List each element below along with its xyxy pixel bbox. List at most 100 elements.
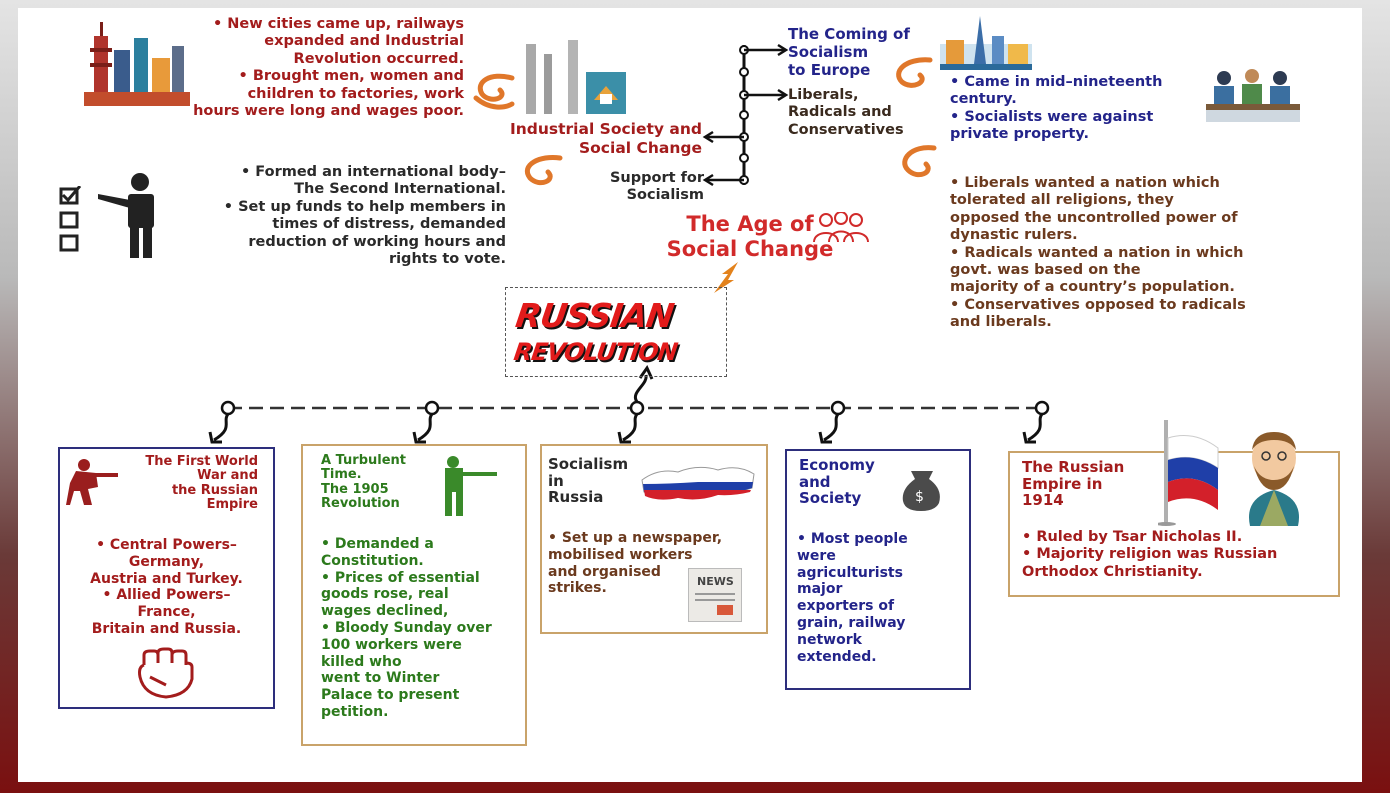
- coming-label-line: The Coming of: [788, 25, 910, 43]
- support-point-line: • Set up funds to help members in: [223, 198, 506, 215]
- box1-title-line: the Russian: [171, 482, 258, 498]
- support-label-line: Socialism: [626, 187, 704, 204]
- box3-title-line: in: [548, 471, 564, 490]
- group-people-icon: [812, 212, 870, 246]
- central-title-line: Social Change: [666, 237, 834, 262]
- support-point-line: times of distress, demanded: [272, 216, 506, 233]
- box5-point-line: • Ruled by Tsar Nicholas II.: [1022, 529, 1243, 545]
- box-economy-society: Economy and Society $ • Most people were…: [785, 449, 971, 690]
- russia-map-icon: [638, 458, 758, 508]
- liberals-point-line: tolerated all religions, they: [950, 192, 1174, 209]
- liberals-point-line: and liberals.: [950, 314, 1052, 331]
- lightning-icon: [714, 262, 738, 293]
- tsar-portrait-icon: [1230, 428, 1318, 526]
- meeting-people-icon: [1206, 66, 1300, 122]
- box2-point-line: • Bloody Sunday over: [321, 619, 492, 636]
- box2-title-line: A Turbulent: [321, 453, 406, 468]
- liberals-label: Liberals, Radicals and Conservatives: [788, 87, 928, 139]
- paris-skyline-icon: [940, 14, 1032, 70]
- box2-point-line: Palace to present: [321, 687, 460, 704]
- box4-point-line: extended.: [797, 648, 877, 665]
- city-skyline-icon: [84, 18, 190, 106]
- box2-point-line: • Prices of essential: [321, 569, 480, 586]
- coming-point-line: private property.: [950, 126, 1089, 143]
- box1-points: • Central Powers– Germany, Austria and T…: [64, 537, 269, 638]
- coming-point-line: • Came in mid–nineteenth: [950, 74, 1163, 90]
- box3-title: Socialism in Russia: [548, 456, 648, 506]
- industrial-point-line: • New cities came up, railways: [212, 16, 464, 32]
- box5-point-line: • Majority religion was Russian: [1022, 546, 1278, 563]
- logo-line-1: RUSSIAN: [513, 296, 676, 335]
- box4-point-line: network: [797, 631, 862, 648]
- box2-point-line: petition.: [321, 703, 389, 720]
- liberals-label-line: Conservatives: [788, 121, 904, 138]
- box2-title: A Turbulent Time. The 1905 Revolution: [321, 453, 451, 511]
- box2-point-line: • Demanded a: [321, 536, 434, 552]
- newspaper-photo: [717, 605, 733, 615]
- box5-title-line: Empire in: [1022, 474, 1103, 493]
- liberals-label-line: Radicals and: [788, 104, 892, 121]
- industrial-point-line: hours were long and wages poor.: [193, 102, 464, 119]
- money-bag-icon: $: [899, 461, 945, 511]
- box4-title-line: Economy: [799, 456, 875, 474]
- box4-points: • Most people were agriculturists major …: [797, 531, 967, 665]
- support-label-line: Support for: [609, 170, 704, 186]
- box4-point-line: • Most people: [797, 531, 908, 547]
- box3-point-line: • Set up a newspaper,: [548, 530, 723, 546]
- box1-title-line: Empire: [206, 496, 258, 512]
- box1-point-line: Britain and Russia.: [91, 620, 242, 637]
- newspaper-lines: [695, 593, 735, 595]
- box5-title: The Russian Empire in 1914: [1022, 459, 1172, 509]
- liberals-point-line: • Radicals wanted a nation in which: [950, 244, 1244, 261]
- soldier-icon: [435, 454, 499, 518]
- liberals-point-line: opposed the uncontrolled power of: [950, 209, 1238, 226]
- box3-point-line: strikes.: [548, 580, 607, 597]
- industrial-label-line: Social Change: [579, 138, 702, 157]
- central-title: The Age of Social Change: [640, 212, 860, 262]
- svg-text:$: $: [915, 489, 924, 505]
- box4-point-line: grain, railway: [797, 614, 906, 631]
- industrial-label-line: Industrial Society and: [509, 120, 702, 138]
- support-point-line: rights to vote.: [388, 250, 506, 267]
- box2-point-line: killed who: [321, 653, 402, 670]
- checklist-icon: [58, 186, 92, 254]
- box1-point-line: Germany,: [128, 553, 205, 570]
- industrial-label: Industrial Society and Social Change: [462, 120, 702, 157]
- industrial-point-line: Revolution occurred.: [293, 50, 464, 67]
- box4-point-line: exporters of: [797, 598, 895, 615]
- box4-title: Economy and Society: [799, 457, 919, 507]
- soldier-icon: [66, 457, 118, 507]
- person-presenting-icon: [94, 172, 174, 258]
- box3-title-line: Socialism: [548, 455, 629, 473]
- box-first-world-war: The First World War and the Russian Empi…: [58, 447, 275, 709]
- liberals-point-line: • Conservatives opposed to radicals: [950, 296, 1246, 313]
- coming-label-line: to Europe: [788, 61, 871, 79]
- support-points: • Formed an international body– The Seco…: [170, 164, 506, 268]
- liberals-point-line: govt. was based on the: [950, 261, 1141, 278]
- box4-point-line: were: [797, 547, 836, 564]
- box4-title-line: Society: [799, 489, 862, 507]
- liberals-point-line: majority of a country’s population.: [950, 279, 1235, 296]
- box3-points: • Set up a newspaper, mobilised workers …: [548, 530, 766, 597]
- industrial-point-line: • Brought men, women and: [238, 68, 464, 85]
- industrial-point-line: children to factories, work: [247, 85, 464, 102]
- box4-point-line: major: [797, 581, 843, 598]
- coming-points: • Came in mid–nineteenth century. • Soci…: [950, 74, 1210, 144]
- box1-point-line: Austria and Turkey.: [90, 570, 243, 587]
- newspaper-icon: NEWS: [688, 568, 742, 622]
- box2-point-line: Constitution.: [321, 552, 424, 569]
- coming-point-line: century.: [950, 91, 1017, 108]
- box2-point-line: wages declined,: [321, 603, 449, 620]
- coming-point-line: • Socialists were against: [950, 108, 1154, 125]
- box1-title-line: War and: [197, 468, 258, 484]
- box2-title-line: Revolution: [321, 495, 400, 511]
- box2-point-line: went to Winter: [321, 670, 440, 687]
- box4-point-line: agriculturists: [797, 564, 903, 581]
- curly-arrow-icon: [473, 57, 937, 186]
- news-label: NEWS: [697, 575, 734, 588]
- liberals-point-line: dynastic rulers.: [950, 227, 1078, 244]
- support-point-line: reduction of working hours and: [248, 233, 506, 250]
- box1-point-line: • Allied Powers–: [102, 587, 231, 604]
- box1-point-line: France,: [137, 604, 196, 621]
